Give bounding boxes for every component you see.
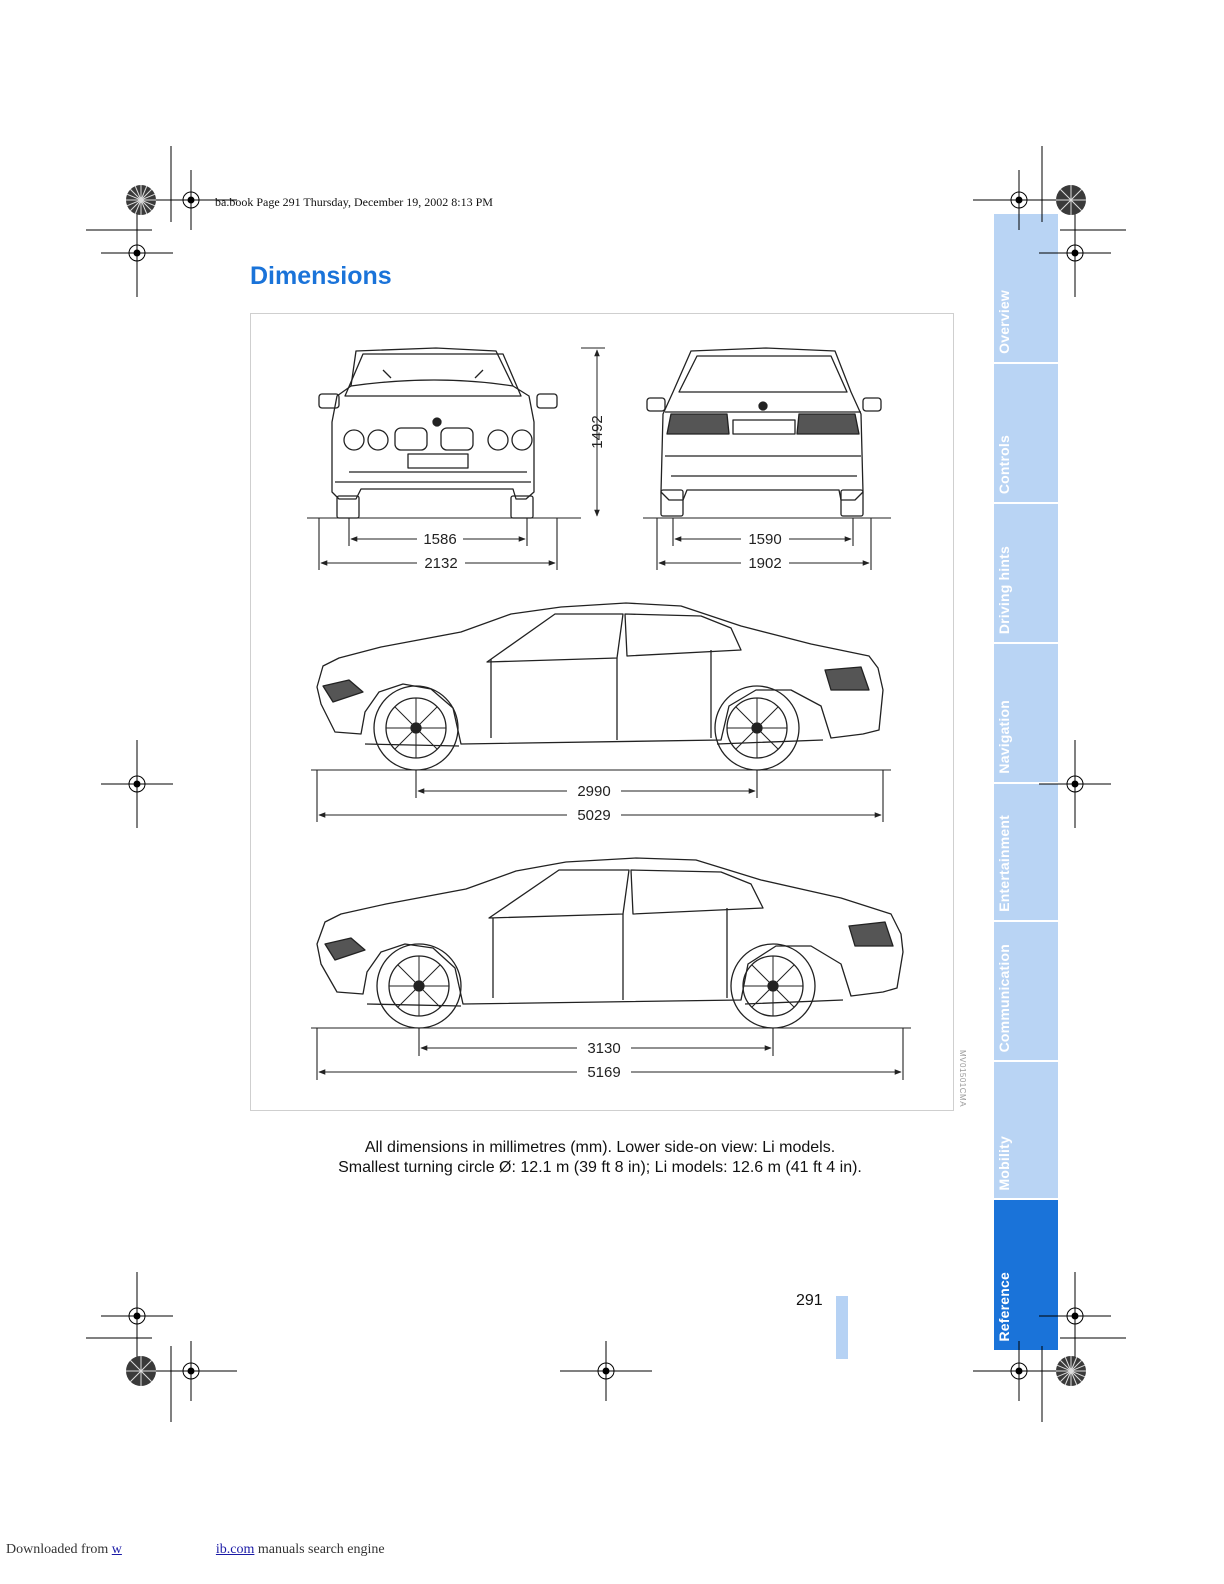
tab-label: Mobility [996,1135,1012,1190]
caption-line-1: All dimensions in millimetres (mm). Lowe… [364,1139,836,1156]
tab-label: Communication [996,943,1012,1052]
rear-view-car [646,347,882,517]
footer-link-end[interactable]: ib.com [215,1542,255,1557]
caption-line-2: Smallest turning circle Ø: 12.1 m (39 ft… [338,1159,862,1176]
page-number-bar [836,1296,848,1359]
tab-mobility[interactable]: Mobility [994,1062,1058,1200]
tab-reference[interactable]: Reference [994,1200,1058,1350]
tab-overview[interactable]: Overview [994,214,1058,364]
front-view-car [318,347,558,519]
tab-driving-hints[interactable]: Driving hints [994,504,1058,644]
tab-label: Navigation [996,700,1012,774]
dim-rear-track-label: 1590 [748,531,781,548]
tab-label: Entertainment [996,815,1012,912]
page-number: 291 [796,1292,823,1309]
tab-communication[interactable]: Communication [994,922,1058,1062]
footer: Downloaded from w ib.com manuals search e… [6,1542,385,1558]
dimension-lines [318,349,902,1075]
tab-label: Controls [996,434,1012,494]
tab-label: Reference [996,1272,1012,1342]
page-title: Dimensions [250,262,392,290]
side-view-li-car [316,857,904,1029]
dim-li-wheelbase-label: 3130 [587,1040,620,1057]
dim-wheelbase-label: 2990 [577,783,610,800]
footer-link-start[interactable]: w [111,1542,122,1557]
print-header: ba.book Page 291 Thursday, December 19, … [215,195,493,209]
tab-controls[interactable]: Controls [994,364,1058,504]
figure-caption: All dimensions in millimetres (mm). Lowe… [250,1138,950,1178]
dim-height-label: 1492 [589,415,606,448]
tab-navigation[interactable]: Navigation [994,644,1058,784]
dim-rear-width-label: 1902 [748,555,781,572]
tab-label: Driving hints [996,545,1012,634]
dim-li-length-label: 5169 [587,1064,620,1081]
footer-suffix: manuals search engine [254,1542,385,1557]
figure-code: MV01501CMA [958,1050,967,1108]
dimensions-figure: 1492 1586 2132 1590 1902 2990 5029 3130 … [250,313,954,1111]
tab-label: Overview [996,290,1012,354]
side-view-car [316,602,884,771]
dim-front-track-label: 1586 [423,531,456,548]
dimensions-drawing: 1492 1586 2132 1590 1902 2990 5029 3130 … [307,347,911,1081]
dim-front-width-label: 2132 [424,555,457,572]
tab-entertainment[interactable]: Entertainment [994,784,1058,922]
footer-prefix: Downloaded from [6,1542,112,1557]
dim-length-label: 5029 [577,807,610,824]
